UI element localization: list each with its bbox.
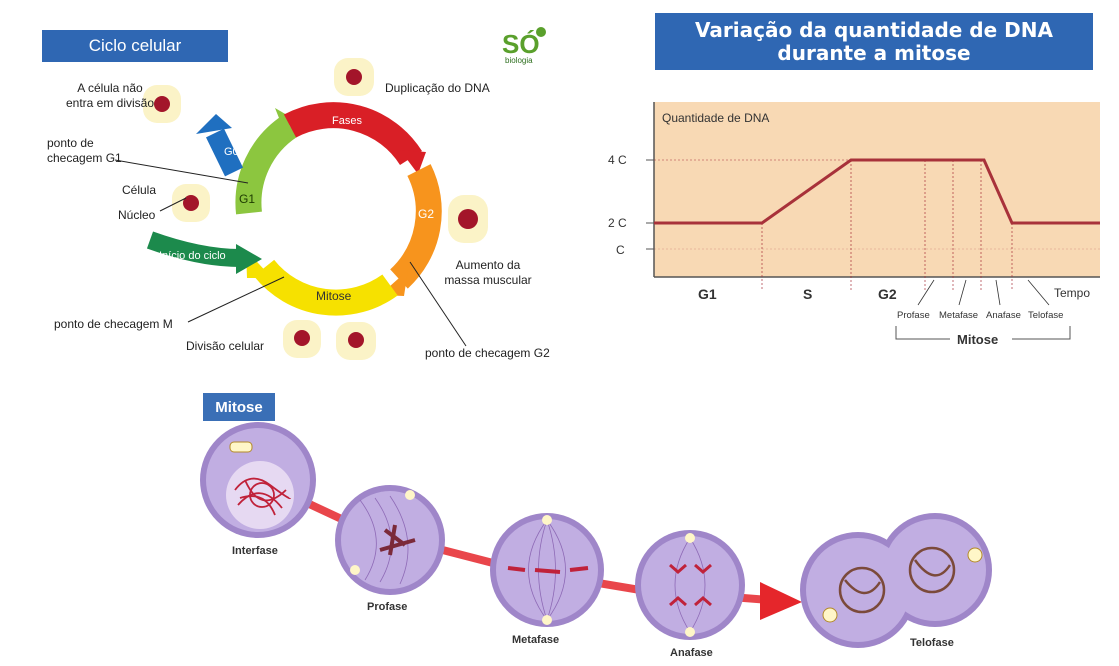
x-axis-label: Tempo: [1054, 286, 1090, 300]
y-tick-c: C: [616, 243, 625, 257]
phase-anafase: Anafase: [986, 310, 1021, 321]
stage-interfase: Interfase: [232, 545, 278, 557]
cell-icon: [172, 184, 210, 222]
label-nucleus: Núcleo: [118, 208, 155, 223]
arc-mitose: Mitose: [316, 289, 352, 303]
arc-fases: Fases: [332, 115, 362, 127]
label-checkpoint-g2: ponto de checagem G2: [425, 346, 550, 361]
cell-telofase: [800, 513, 992, 648]
cell-icon: [448, 195, 488, 243]
phase-telofase: Telofase: [1028, 310, 1063, 321]
stage-anafase: Anafase: [670, 647, 713, 659]
cell-interfase: [200, 422, 316, 538]
mitosis-title: Mitose: [203, 393, 275, 421]
y-tick-4c: 4 C: [608, 153, 627, 167]
y-tick-2c: 2 C: [608, 216, 627, 230]
cell-profase: [335, 485, 445, 595]
x-section-g2: G2: [878, 286, 897, 302]
dna-chart-title: Variação da quantidade de DNA durante a …: [655, 13, 1093, 70]
arc-g0: G0: [224, 146, 239, 158]
arc-g1: G1: [239, 192, 255, 206]
label-checkpoint-m: ponto de checagem M: [54, 317, 173, 332]
stage-metafase: Metafase: [512, 634, 559, 646]
arc-g2: G2: [418, 207, 434, 221]
mitosis-diagram: Interfase Profase Metafase Anafase Telof…: [190, 420, 1020, 666]
stage-telofase: Telofase: [910, 637, 954, 649]
y-axis-label: Quantidade de DNA: [662, 111, 769, 125]
label-dna-duplication: Duplicação do DNA: [385, 81, 490, 96]
x-section-s: S: [803, 286, 812, 302]
dna-line-chart: 4 C 2 C C Quantidade de DNA G1 S G2 Temp…: [600, 90, 1110, 355]
so-biologia-logo: SÓ biologia: [502, 27, 546, 65]
phase-metafase: Metafase: [939, 310, 978, 321]
cell-icon: [336, 322, 376, 360]
cell-anafase: [635, 530, 745, 640]
arc-inicio: Início do ciclo: [159, 250, 226, 262]
mitosis-bracket-label: Mitose: [957, 332, 998, 347]
phase-profase: Profase: [897, 310, 930, 321]
label-division: Divisão celular: [186, 339, 264, 354]
logo-sub: biologia: [505, 56, 533, 65]
stage-profase: Profase: [367, 601, 407, 613]
x-section-g1: G1: [698, 286, 717, 302]
cell-icon: [334, 58, 374, 96]
label-cell: Célula: [122, 183, 156, 198]
logo-text: SÓ: [502, 29, 540, 59]
cell-icon: [283, 320, 321, 358]
cell-metafase: [490, 513, 604, 627]
